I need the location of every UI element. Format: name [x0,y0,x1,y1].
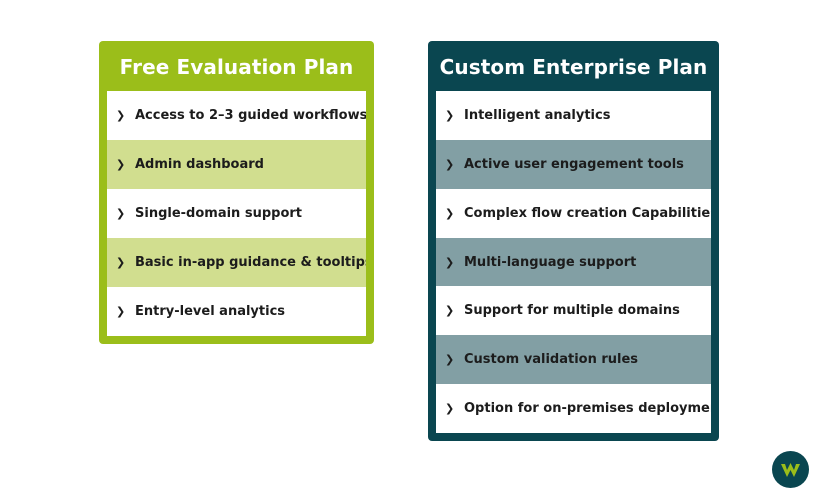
chevron-right-icon: ❯ [445,255,455,269]
feature-label: Support for multiple domains [464,303,680,319]
chevron-right-icon: ❯ [445,108,455,122]
feature-label: Access to 2–3 guided workflows [135,108,366,123]
free-plan-feature-list: ❯ Access to 2–3 guided workflows ❯ Admin d… [107,91,366,336]
feature-label: Entry-level analytics [135,304,286,319]
feature-label: Intelligent analytics [464,107,611,123]
feature-label: Multi-language support [464,254,637,270]
chevron-right-icon: ❯ [445,402,455,416]
enterprise-plan-feature: ❯ Option for on-premises deployment [436,384,711,434]
chevron-right-icon: ❯ [116,109,126,122]
free-plan-feature: ❯ Access to 2–3 guided workflows [107,91,366,140]
chevron-right-icon: ❯ [116,256,126,269]
chevron-right-icon: ❯ [116,158,126,171]
feature-label: Option for on-premises deployment [464,401,711,417]
enterprise-plan-feature: ❯ Multi-language support [436,237,711,287]
free-plan-feature: ❯ Single-domain support [107,189,366,238]
enterprise-plan-title: Custom Enterprise Plan [439,55,708,79]
custom-enterprise-plan-card: Custom Enterprise Plan ❯ Intelligent anal… [428,41,719,441]
enterprise-plan-feature: ❯ Active user engagement tools [436,139,711,189]
brand-logo-mark-icon [781,463,800,477]
chevron-right-icon: ❯ [116,207,126,220]
enterprise-plan-feature: ❯ Support for multiple domains [436,286,711,336]
chevron-right-icon: ❯ [445,206,455,220]
free-plan-title: Free Evaluation Plan [119,55,354,79]
chevron-right-icon: ❯ [445,353,455,367]
feature-label: Custom validation rules [464,352,639,368]
enterprise-plan-feature: ❯ Intelligent analytics [436,91,711,140]
feature-label: Complex flow creation Capabilities [464,205,711,221]
feature-label: Active user engagement tools [464,156,684,172]
chevron-right-icon: ❯ [116,305,126,318]
feature-label: Basic in-app guidance & tooltips [135,255,366,270]
chevron-right-icon: ❯ [445,157,455,171]
enterprise-plan-feature-list: ❯ Intelligent analytics ❯ Active user enga… [436,91,711,434]
enterprise-plan-feature: ❯ Custom validation rules [436,335,711,385]
feature-label: Admin dashboard [135,157,264,172]
free-evaluation-plan-card: Free Evaluation Plan ❯ Access to 2–3 guid… [99,41,374,344]
free-plan-feature: ❯ Entry-level analytics [107,287,366,336]
free-plan-feature: ❯ Basic in-app guidance & tooltips [107,238,366,287]
brand-logo-icon [772,451,809,488]
feature-label: Single-domain support [135,206,303,221]
chevron-right-icon: ❯ [445,304,455,318]
enterprise-plan-feature: ❯ Complex flow creation Capabilities [436,188,711,238]
free-plan-feature: ❯ Admin dashboard [107,140,366,189]
